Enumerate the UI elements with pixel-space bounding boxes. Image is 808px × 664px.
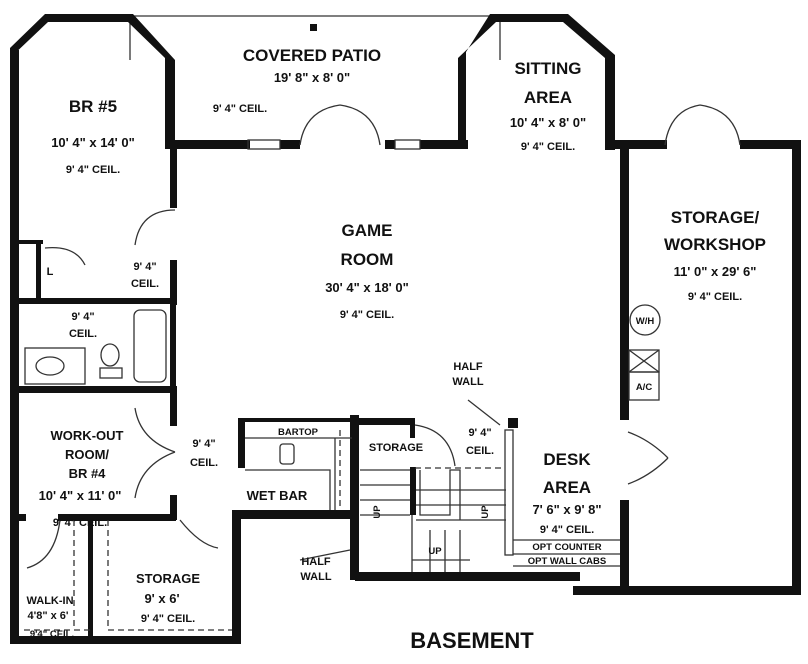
br5-ceil: 9' 4" CEIL. [66,164,120,176]
half-wall-bottom-label-2: WALL [300,571,331,583]
hall-ceil: 9' 4" [192,438,215,450]
stair-ceil: 9' 4" [468,427,491,439]
game-room-label: GAME [342,221,393,240]
half-wall-top-label-2: WALL [452,376,483,388]
workout-label-3: BR #4 [69,466,107,481]
walk-in-ceil: 9'4" CEIL. [30,629,74,640]
desk-area-ceil: 9' 4" CEIL. [540,524,594,536]
workout-size: 10' 4" x 11' 0" [39,488,122,503]
patio-post [310,24,317,31]
closet-ceil-2: CEIL. [131,278,159,290]
desk-area-label: DESK [543,450,591,469]
closet-ceil: 9' 4" [133,261,156,273]
half-wall-bottom-label: HALF [301,556,331,568]
ac-label: A/C [636,382,653,393]
stair-ceil-2: CEIL. [466,445,494,457]
walk-in-size: 4'8" x 6' [27,610,68,622]
br5-size: 10' 4" x 14' 0" [51,135,135,150]
opt-wall-cabs-label: OPT WALL CABS [528,556,606,567]
hall-ceil-2: CEIL. [190,457,218,469]
sitting-area-ceil: 9' 4" CEIL. [521,141,575,153]
workout-label: WORK-OUT [51,428,124,443]
stair-storage-label: STORAGE [369,442,423,454]
storage-small-label: STORAGE [136,571,200,586]
covered-patio-size: 19' 8" x 8' 0" [274,70,350,85]
br5-label: BR #5 [69,97,117,116]
covered-patio-label: COVERED PATIO [243,46,381,65]
sitting-area-label: SITTING [514,59,581,78]
half-wall-top-label: HALF [453,361,483,373]
desk-area-size: 7' 6" x 9' 8" [532,502,601,517]
stair-up-left-label: UP [372,505,383,519]
stair-up-label: UP [428,546,442,557]
stair-up-right-label: UP [480,505,491,519]
storage-small-ceil: 9' 4" CEIL. [141,613,195,625]
bath-ceil: 9' 4" [71,311,94,323]
game-room-size: 30' 4" x 18' 0" [325,280,409,295]
desk-area-label-2: AREA [543,478,591,497]
fixtures [24,104,741,631]
storage-small-size: 9' x 6' [144,591,179,606]
opt-counter-label: OPT COUNTER [532,542,601,553]
storage-workshop-ceil: 9' 4" CEIL. [688,291,742,303]
game-room-ceil: 9' 4" CEIL. [340,309,394,321]
closet-linen-label: L [47,266,54,278]
storage-workshop-size: 11' 0" x 29' 6" [674,264,757,279]
workout-ceil: 9' 4" CEIL. [53,517,107,529]
sitting-area-label-2: AREA [524,88,572,107]
walk-in-label: WALK-IN [26,595,73,607]
workout-label-2: ROOM/ [65,447,109,462]
wet-bar-label: WET BAR [247,488,308,503]
storage-workshop-label: STORAGE/ [671,208,760,227]
plan-title: BASEMENT [410,628,534,653]
bath-ceil-2: CEIL. [69,328,97,340]
storage-workshop-label-2: WORKSHOP [664,235,766,254]
walls [10,14,801,644]
sitting-area-size: 10' 4" x 8' 0" [510,115,586,130]
covered-patio-ceil: 9' 4" CEIL. [213,103,267,115]
game-room-label-2: ROOM [341,250,394,269]
water-heater-label: W/H [636,316,655,327]
bartop-label: BARTOP [278,427,319,438]
